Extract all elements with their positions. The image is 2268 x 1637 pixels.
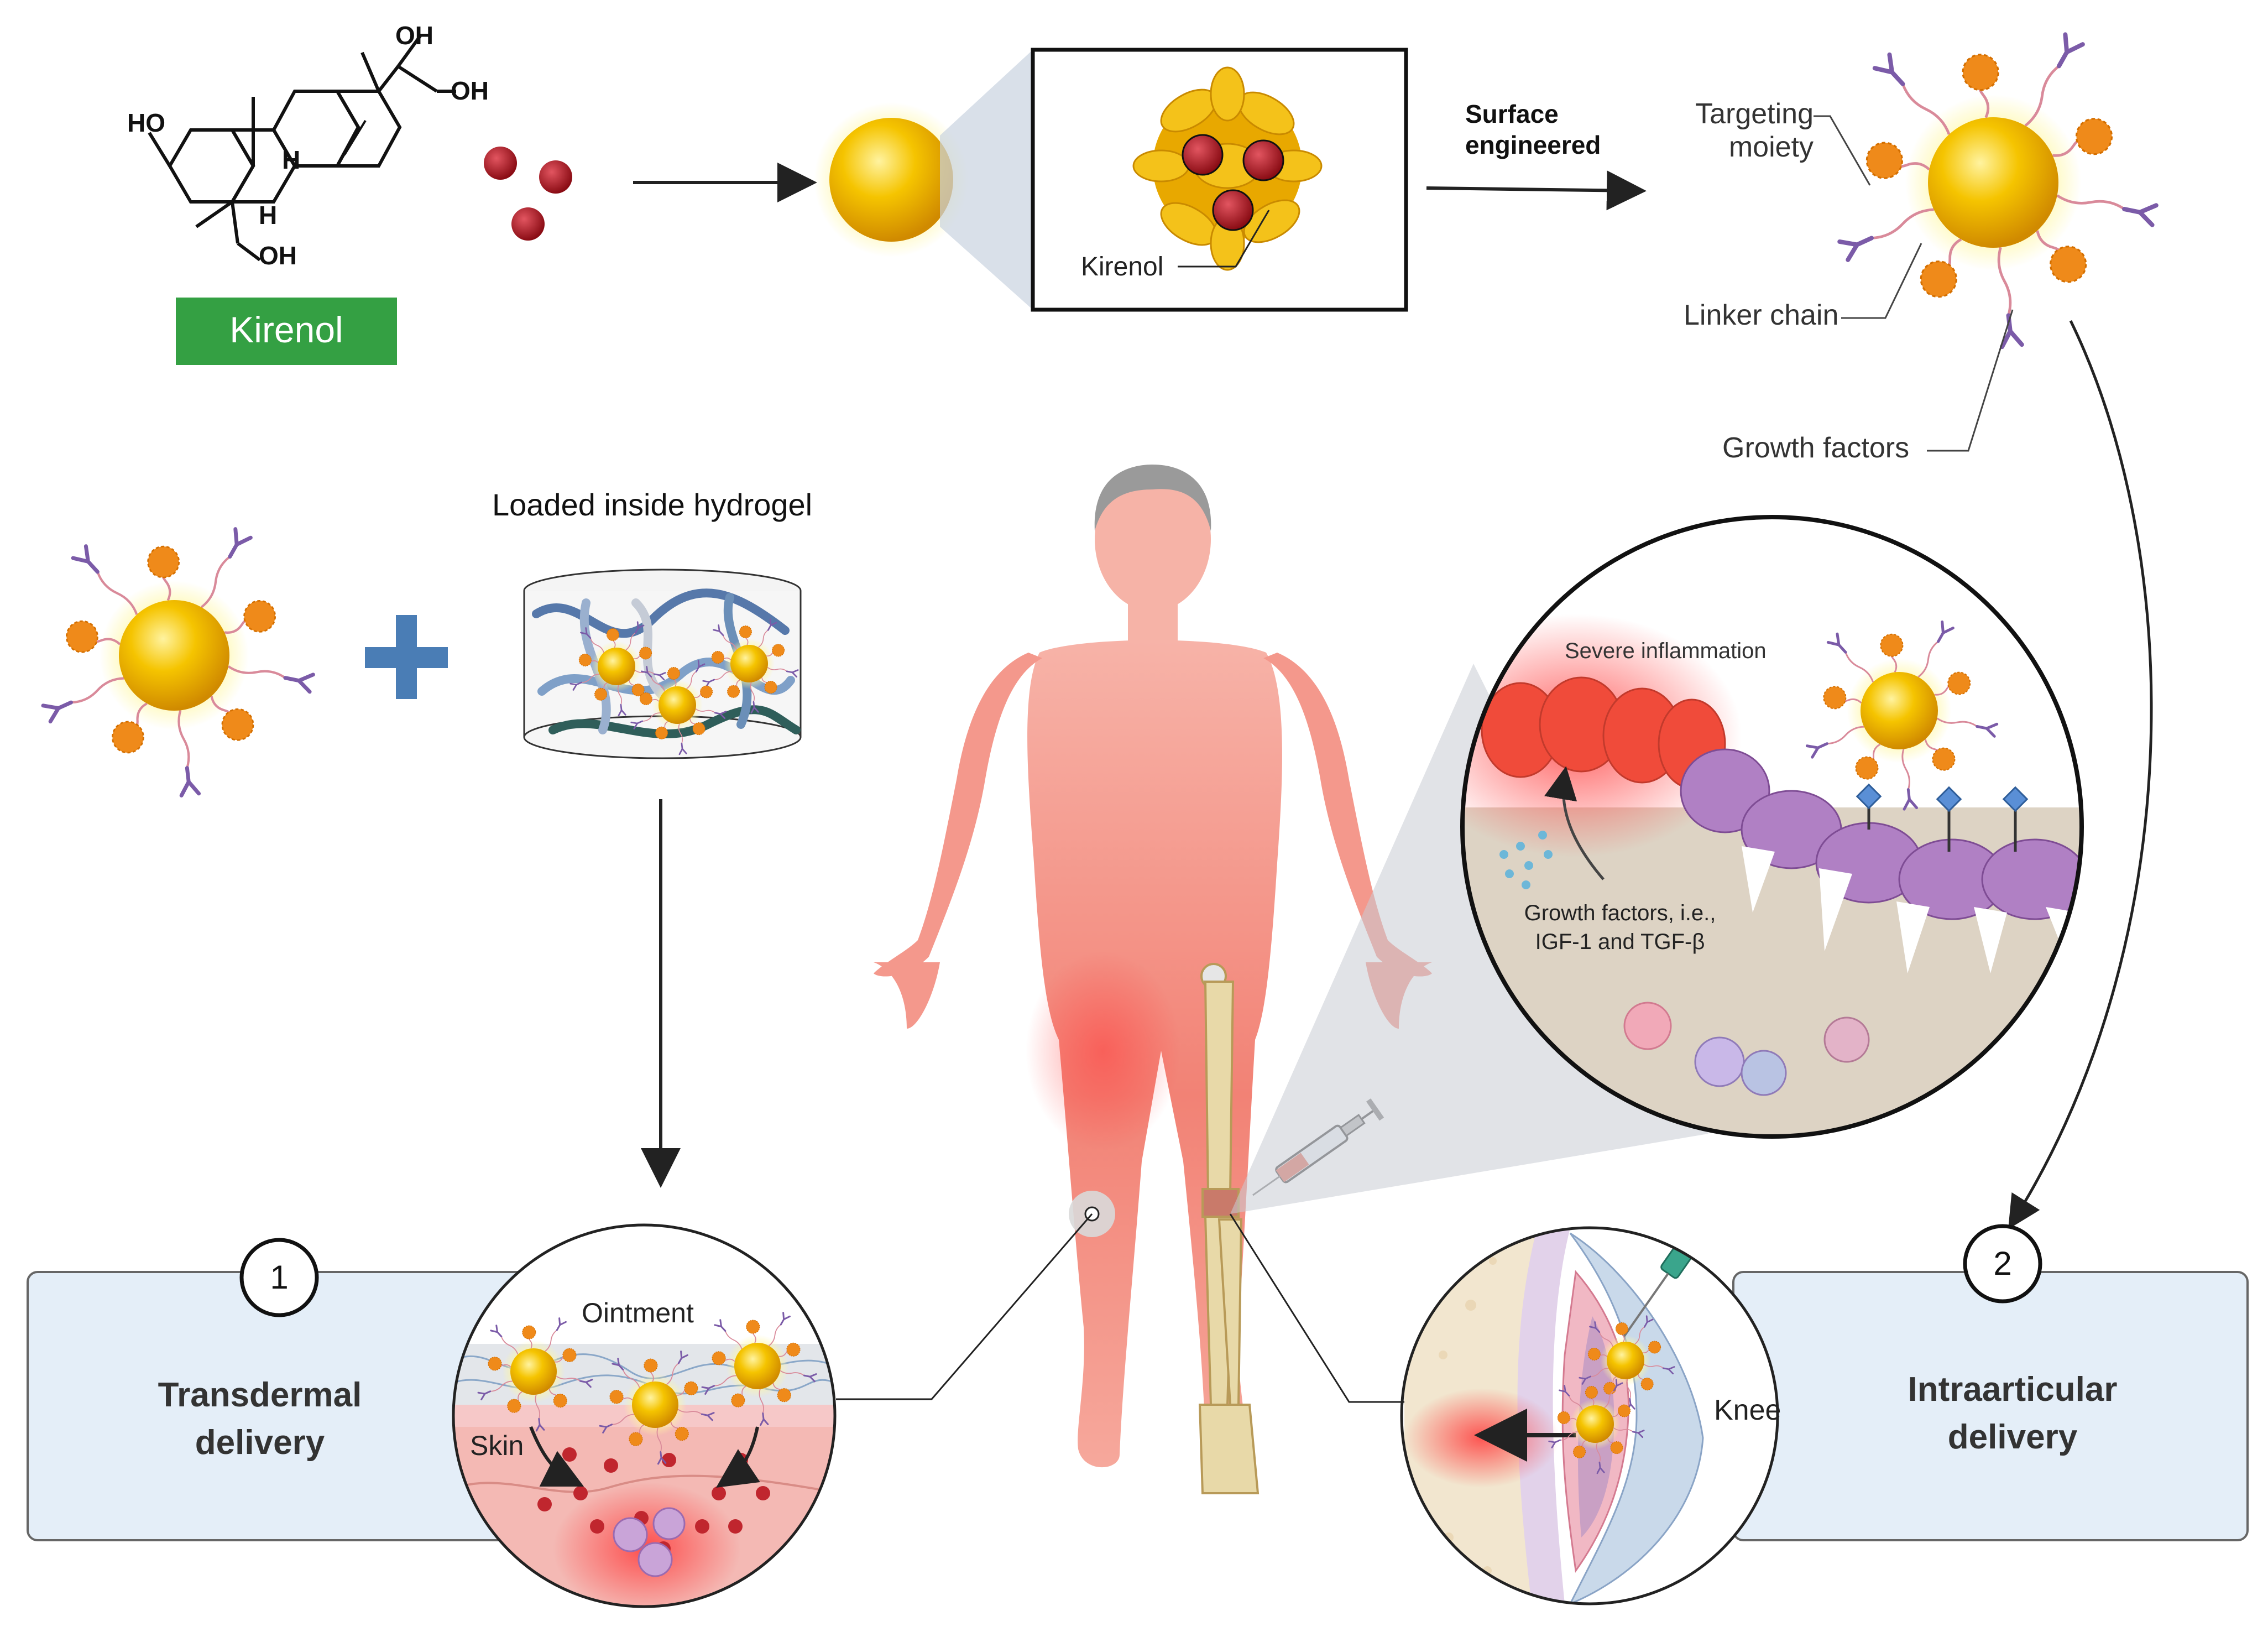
dendrimer-icon: [1132, 66, 1323, 271]
linker-chain-label: Linker chain: [1684, 299, 1839, 331]
kirenol-oh-right: OH: [451, 76, 489, 105]
badge-1-number: 1: [270, 1259, 289, 1296]
intraarticular-title: Intraarticular delivery: [1908, 1370, 2118, 1456]
plus-icon: [365, 615, 448, 699]
inset-kirenol-label: Kirenol: [1081, 252, 1164, 281]
skin-label: Skin: [470, 1430, 524, 1461]
targeting-leader: [1814, 115, 1871, 186]
kirenol-h-upper: H: [282, 145, 300, 174]
severe-inflammation-label: Severe inflammation: [1565, 639, 1767, 663]
skin-layer-icon: [453, 1225, 835, 1607]
gold-nanoparticle-icon: [814, 102, 969, 257]
inset-kirenol-leader: [1178, 210, 1270, 268]
growth-factors-igf-label: Growth factors, i.e., IGF-1 and TGF-β: [1524, 901, 1716, 954]
immune-cell-icon: [1623, 1002, 1870, 1096]
badge-2: [1963, 1224, 2042, 1304]
knee-circle-border: [1400, 1226, 1779, 1605]
kirenol-oh-bottom: OH: [259, 241, 297, 270]
kirenol-ho-left: HO: [127, 108, 165, 137]
knee-label: Knee: [1714, 1394, 1781, 1426]
hydrogel-icon: [523, 569, 802, 759]
linker-leader: [1841, 243, 1922, 319]
kirenol-drug-beads: [484, 147, 572, 241]
arrow-to-intraarticular: [2008, 320, 2153, 1229]
knee-joint-icon: [1402, 1228, 1778, 1604]
kirenol-name: Kirenol: [229, 309, 343, 350]
ointment-label: Ointment: [582, 1297, 694, 1328]
functionalized-nanoparticle-left-icon: [41, 527, 315, 797]
badge-1: [239, 1238, 319, 1317]
connector-skin: [836, 1213, 1093, 1400]
kirenol-oh-top: OH: [395, 21, 433, 50]
arrow-surface-engineered: [1426, 170, 1647, 211]
inflammation-circle-border: [1460, 515, 2084, 1139]
growth-leader: [1927, 309, 2014, 452]
growth-factors-label: Growth factors: [1722, 432, 1910, 464]
kirenol-h-lower: H: [259, 201, 277, 230]
targeting-moiety-label: Targeting moiety: [1695, 98, 1814, 163]
transdermal-title: Transdermal delivery: [158, 1376, 362, 1462]
hydrogel-label: Loaded inside hydrogel: [492, 487, 813, 522]
badge-2-number: 2: [1993, 1245, 2012, 1282]
surface-engineered-label: Surface engineered: [1465, 100, 1601, 159]
functionalized-nanoparticle-icon: [1837, 32, 2159, 350]
kirenol-name-badge: [176, 298, 397, 365]
leg-bone-icon: [1198, 963, 1260, 1494]
zoom-cone: [940, 50, 1033, 310]
connector-knee: [1229, 1213, 1404, 1403]
kirenol-structure-icon: [148, 35, 456, 262]
ointment-circle-border: [452, 1223, 837, 1608]
